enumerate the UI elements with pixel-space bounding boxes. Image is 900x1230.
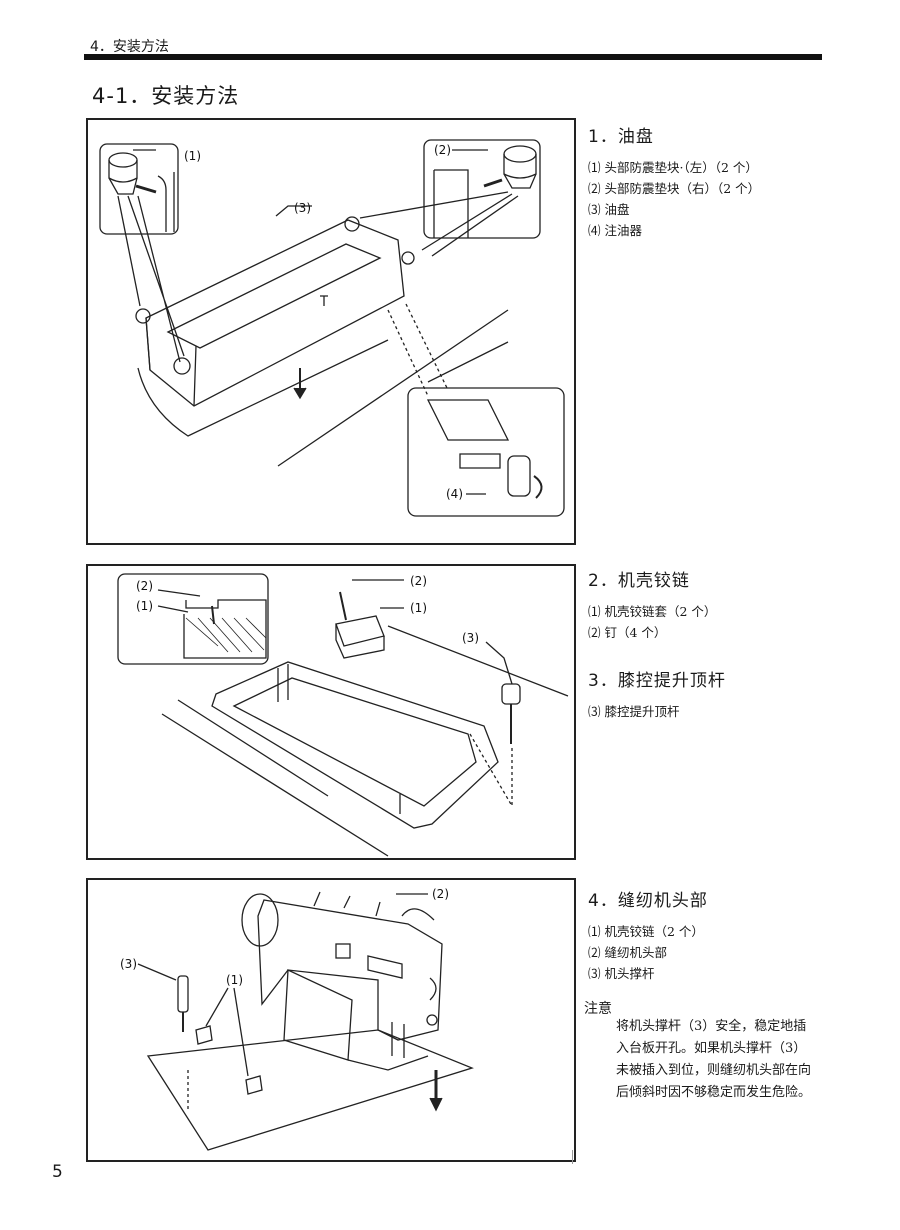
step-2-title: 2．机壳铰链 bbox=[588, 571, 690, 591]
figure-machine-head: (2) (3) (1) bbox=[86, 878, 576, 1162]
fig1-label-4: (4) bbox=[446, 487, 463, 501]
step-4-item: ⑵ 缝纫机头部 bbox=[588, 945, 667, 960]
fig1-label-3: (3) bbox=[294, 201, 311, 215]
page-number: 5 bbox=[52, 1162, 63, 1182]
step-1-item: ⑵ 头部防震垫块（右）（2 个） bbox=[588, 181, 761, 196]
fig2-inset-label-1: (1) bbox=[136, 599, 153, 613]
step-4-block: 4．缝纫机头部 ⑴ 机壳铰链（2 个） ⑵ 缝纫机头部 ⑶ 机头撑杆 bbox=[588, 886, 708, 984]
note-body: 将机头撑杆（3）安全，稳定地插入台板开孔。如果机头撑杆（3）未被插入到位，则缝纫… bbox=[616, 1019, 812, 1100]
step-3-title: 3．膝控提升顶杆 bbox=[588, 671, 726, 691]
fig3-label-3: (3) bbox=[120, 957, 137, 971]
fig2-label-1: (1) bbox=[410, 601, 427, 615]
step-2-block: 2．机壳铰链 ⑴ 机壳铰链套（2 个） ⑵ 钉（4 个） bbox=[588, 566, 716, 643]
note-title: 注意 bbox=[584, 1001, 612, 1017]
figure-oil-pan: (1) (2) (3) (4) bbox=[86, 118, 576, 545]
step-4-title: 4．缝纫机头部 bbox=[588, 891, 708, 911]
chapter-header: 4．安装方法 bbox=[90, 39, 169, 55]
step-1-item: ⑷ 注油器 bbox=[588, 223, 642, 238]
section-title: 4-1．安装方法 bbox=[92, 84, 240, 108]
fig3-label-1: (1) bbox=[226, 973, 243, 987]
step-4-item: ⑶ 机头撑杆 bbox=[588, 966, 655, 981]
page-tick-mark bbox=[572, 1150, 573, 1164]
step-3-block: 3．膝控提升顶杆 ⑶ 膝控提升顶杆 bbox=[588, 666, 726, 722]
fig2-inset-label-2: (2) bbox=[136, 579, 153, 593]
fig3-label-2: (2) bbox=[432, 887, 449, 901]
step-3-item: ⑶ 膝控提升顶杆 bbox=[588, 704, 680, 719]
step-1-block: 1．油盘 ⑴ 头部防震垫块·（左）（2 个） ⑵ 头部防震垫块（右）（2 个） … bbox=[588, 122, 760, 241]
step-2-item: ⑴ 机壳铰链套（2 个） bbox=[588, 604, 717, 619]
step-2-item: ⑵ 钉（4 个） bbox=[588, 625, 667, 640]
fig2-label-2: (2) bbox=[410, 574, 427, 588]
fig2-label-3: (3) bbox=[462, 631, 479, 645]
fig1-label-1: (1) bbox=[184, 149, 201, 163]
fig1-label-2: (2) bbox=[434, 143, 451, 157]
header-rule bbox=[84, 54, 822, 60]
step-1-item: ⑴ 头部防震垫块·（左）（2 个） bbox=[588, 160, 758, 175]
step-1-item: ⑶ 油盘 bbox=[588, 202, 630, 217]
step-4-item: ⑴ 机壳铰链（2 个） bbox=[588, 924, 704, 939]
figure-hinge: (2) (1) (2) (1) (3) bbox=[86, 564, 576, 860]
step-1-title: 1．油盘 bbox=[588, 127, 654, 147]
